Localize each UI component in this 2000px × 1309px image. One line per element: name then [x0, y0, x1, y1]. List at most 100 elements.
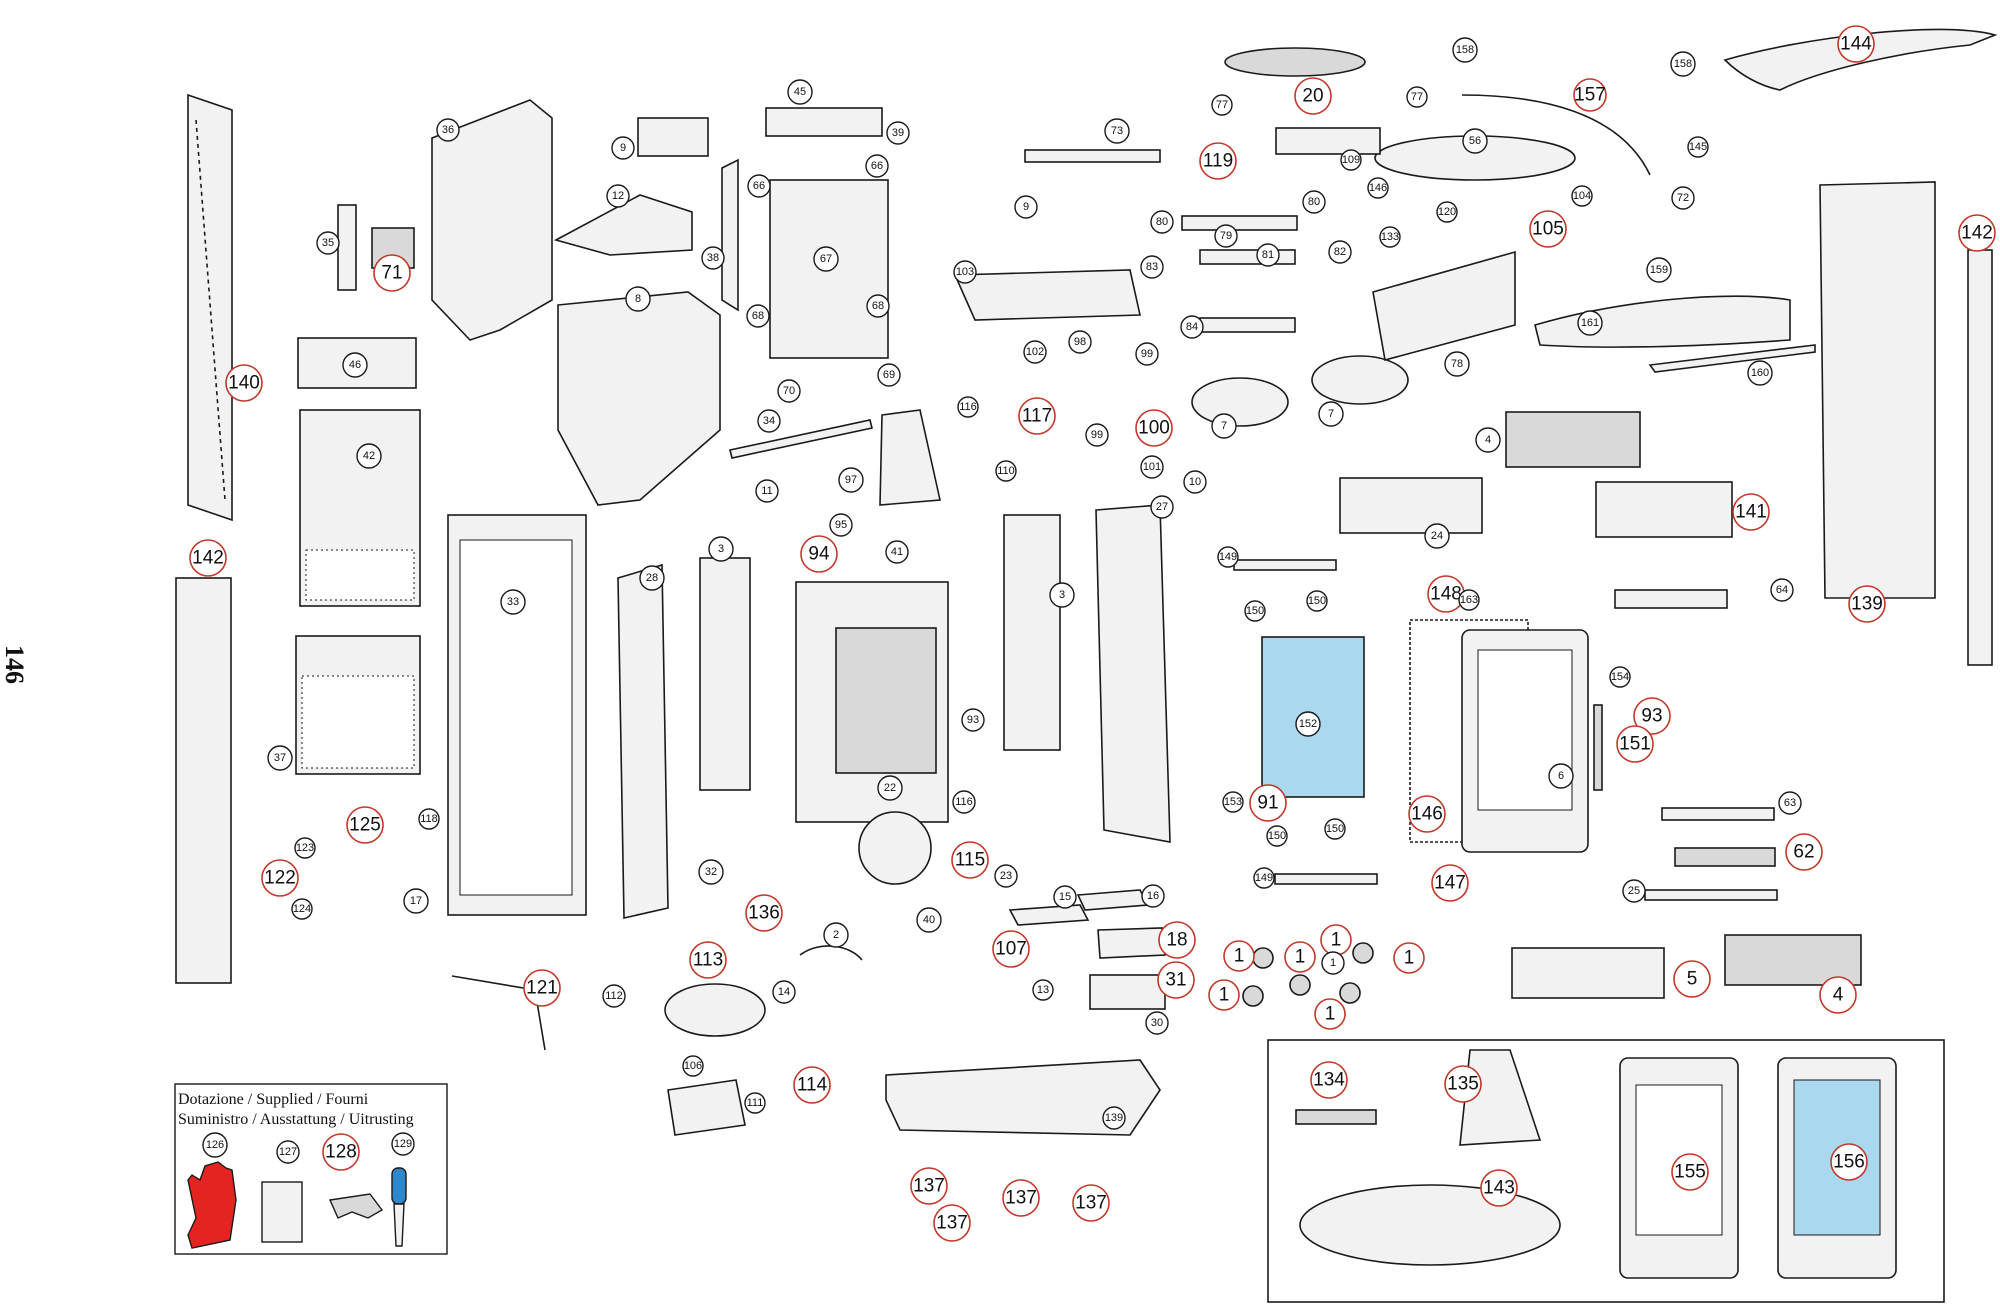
callout-label: 161 — [1581, 317, 1599, 329]
callout-134: 134 — [1310, 1061, 1348, 1099]
callout-112: 112 — [602, 984, 626, 1008]
callout-ring — [1135, 342, 1159, 366]
callout-label: 28 — [646, 572, 658, 584]
callout-label: 10 — [1189, 476, 1201, 488]
callout-label: 117 — [1022, 406, 1052, 427]
callout-115: 115 — [951, 841, 989, 879]
callout-label: 155 — [1674, 1162, 1706, 1183]
callout-27: 27 — [1150, 495, 1174, 519]
callout-ring — [1284, 941, 1316, 973]
callout-137: 137 — [910, 1167, 948, 1205]
callout-label: 149 — [1255, 872, 1273, 884]
callout-label: 140 — [228, 373, 260, 394]
callout-label: 66 — [753, 180, 765, 192]
callout-label: 109 — [1342, 154, 1360, 166]
callout-label: 17 — [410, 895, 422, 907]
callout-39: 39 — [886, 121, 910, 145]
callout-ring — [1002, 1179, 1040, 1217]
callout-ring — [1310, 1061, 1348, 1099]
callout-ring — [1328, 240, 1352, 264]
callout-ring — [961, 708, 985, 732]
callout-label: 82 — [1334, 246, 1346, 258]
callout-ring — [1475, 427, 1501, 453]
callout-82: 82 — [1328, 240, 1352, 264]
callout-45: 45 — [787, 79, 813, 105]
callout-label: 16 — [1147, 890, 1159, 902]
callout-label: 1 — [1234, 946, 1245, 967]
callout-ring — [1032, 979, 1054, 1001]
callout-label: 77 — [1216, 99, 1228, 111]
callout-ring — [1778, 791, 1802, 815]
callout-ring — [1633, 697, 1671, 735]
callout-93: 93 — [961, 708, 985, 732]
callout-label: 46 — [349, 359, 361, 371]
callout-ring — [1958, 214, 1996, 252]
callout-137: 137 — [933, 1204, 971, 1242]
callout-label: 145 — [1689, 141, 1707, 153]
callout-label: 91 — [1257, 793, 1278, 814]
callout-149: 149 — [1217, 546, 1239, 568]
gasket-strip-149-top — [1233, 559, 1337, 571]
callout-ring — [994, 864, 1018, 888]
callout-ring — [829, 513, 853, 537]
callout-label: 152 — [1299, 718, 1317, 730]
page-number: 146 — [0, 645, 29, 684]
callout-label: 127 — [279, 1146, 297, 1158]
callout-127: 127 — [276, 1140, 300, 1164]
callout-69: 69 — [877, 363, 901, 387]
callout-117: 117 — [1018, 397, 1056, 435]
callout-137: 137 — [1072, 1184, 1110, 1222]
callout-label: 7 — [1328, 408, 1334, 420]
callout-116: 116 — [952, 790, 976, 814]
callout-label: 151 — [1619, 734, 1651, 755]
callout-label: 137 — [1075, 1193, 1107, 1214]
callout-133: 133 — [1379, 226, 1401, 248]
callout-label: 68 — [752, 310, 764, 322]
callout-15: 15 — [1053, 885, 1077, 909]
callout-2: 2 — [823, 922, 849, 948]
callout-label: 39 — [892, 127, 904, 139]
callout-42: 42 — [356, 443, 382, 469]
plate-9-top — [637, 117, 709, 157]
callout-103: 103 — [953, 260, 977, 284]
ring-157 — [1461, 94, 1651, 176]
callout-106: 106 — [682, 1055, 704, 1077]
callout-ring — [885, 540, 909, 564]
callout-ring — [1379, 226, 1401, 248]
callout-ring — [1670, 51, 1696, 77]
callout-36: 36 — [436, 118, 460, 142]
callout-label: 35 — [322, 237, 334, 249]
callout-label: 122 — [264, 868, 296, 889]
callout-label: 1 — [1295, 947, 1306, 968]
callout-ring — [1462, 128, 1488, 154]
callout-3: 3 — [1049, 582, 1075, 608]
callout-ring — [1458, 589, 1480, 611]
manual-icon — [261, 1181, 303, 1243]
callout-111: 111 — [744, 1092, 766, 1114]
callout-ring — [267, 745, 293, 771]
callout-label: 144 — [1840, 34, 1872, 55]
callout-label: 13 — [1037, 984, 1049, 996]
grille-4-top — [1505, 411, 1641, 468]
callout-ring — [1548, 763, 1574, 789]
callout-label: 136 — [748, 903, 780, 924]
callout-label: 147 — [1434, 873, 1466, 894]
callout-ring — [1068, 330, 1092, 354]
gasket-strip-149-bottom — [1274, 873, 1378, 885]
callout-ring — [1140, 255, 1164, 279]
callout-ring — [611, 136, 635, 160]
supplied-box: Dotazione / Supplied / Fourni Suministro… — [174, 1083, 448, 1255]
callout-ring — [1616, 725, 1654, 763]
callout-label: 15 — [1059, 891, 1071, 903]
callout-ring — [1211, 94, 1233, 116]
callout-label: 146 — [1369, 182, 1387, 194]
callout-22: 22 — [877, 775, 903, 801]
callout-125: 125 — [346, 806, 384, 844]
callout-ring — [1014, 195, 1038, 219]
callout-ring — [1223, 940, 1255, 972]
callout-ring — [865, 154, 889, 178]
callout-9: 9 — [1014, 195, 1038, 219]
callout-label: 115 — [955, 850, 985, 871]
callout-ring — [346, 806, 384, 844]
side-panel-left-140 — [187, 93, 233, 522]
